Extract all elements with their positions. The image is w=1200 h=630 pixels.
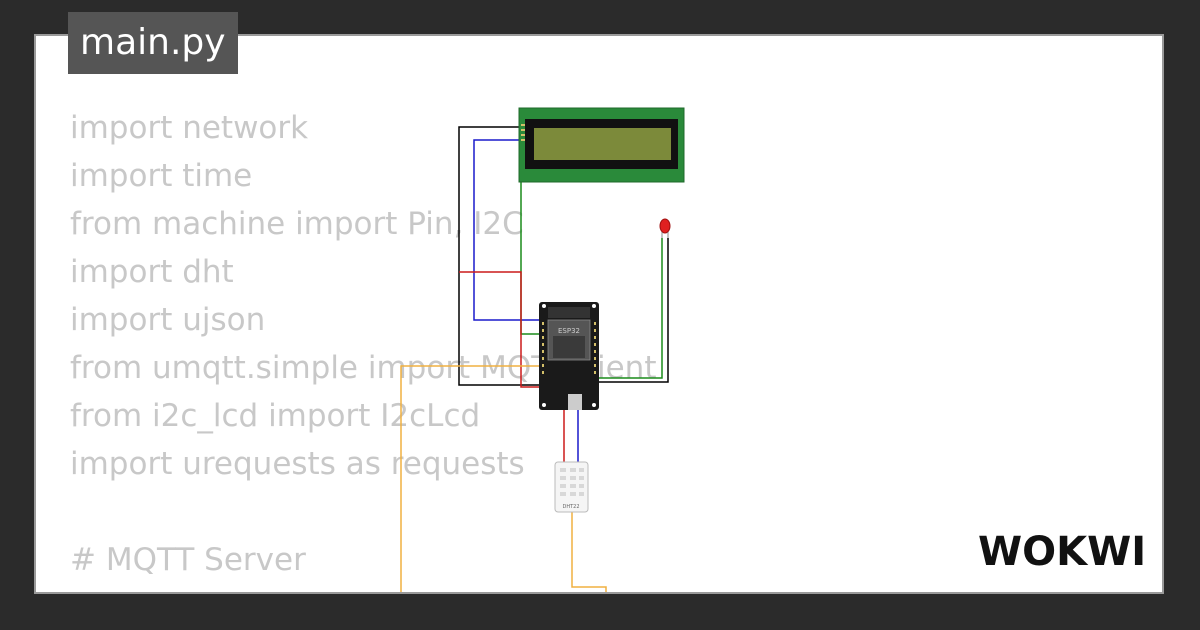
code-line: import network	[70, 110, 309, 146]
wire-black	[458, 126, 547, 386]
code-line: import ujson	[70, 302, 266, 338]
wire-orange	[400, 365, 607, 592]
code-line: import time	[70, 158, 253, 194]
wokwi-logo-text: WOKWI	[978, 529, 1146, 575]
file-tab[interactable]: main.py	[68, 12, 238, 74]
dht22-label: DHT22	[562, 504, 579, 510]
esp32-label: ESP32	[558, 327, 580, 335]
preview-canvas: import network import time from machine …	[34, 34, 1164, 594]
code-preview: import network import time from machine …	[70, 104, 837, 592]
code-line: # MQTT Server	[70, 542, 306, 578]
wire-led-green	[592, 238, 663, 379]
wire-blue	[473, 139, 547, 321]
wire-red	[459, 271, 542, 388]
wire-led-black	[592, 238, 669, 383]
code-line: import urequests as requests	[70, 446, 525, 482]
esp32-board: ESP32	[539, 302, 599, 410]
code-line: import dht	[70, 254, 234, 290]
code-line: MQTT_CLIENT_ID = "micropython-weather-de…	[70, 584, 837, 592]
code-line: from i2c_lcd import I2cLcd	[70, 398, 481, 434]
dht22-sensor: DHT22	[554, 461, 589, 513]
red-led	[659, 218, 671, 238]
circuit-diagram: ESP32 DHT22	[400, 107, 685, 592]
lcd-display	[518, 107, 685, 183]
code-line: from machine import Pin, I2C	[70, 206, 524, 242]
wokwi-logo: WOKWI	[978, 529, 1146, 575]
